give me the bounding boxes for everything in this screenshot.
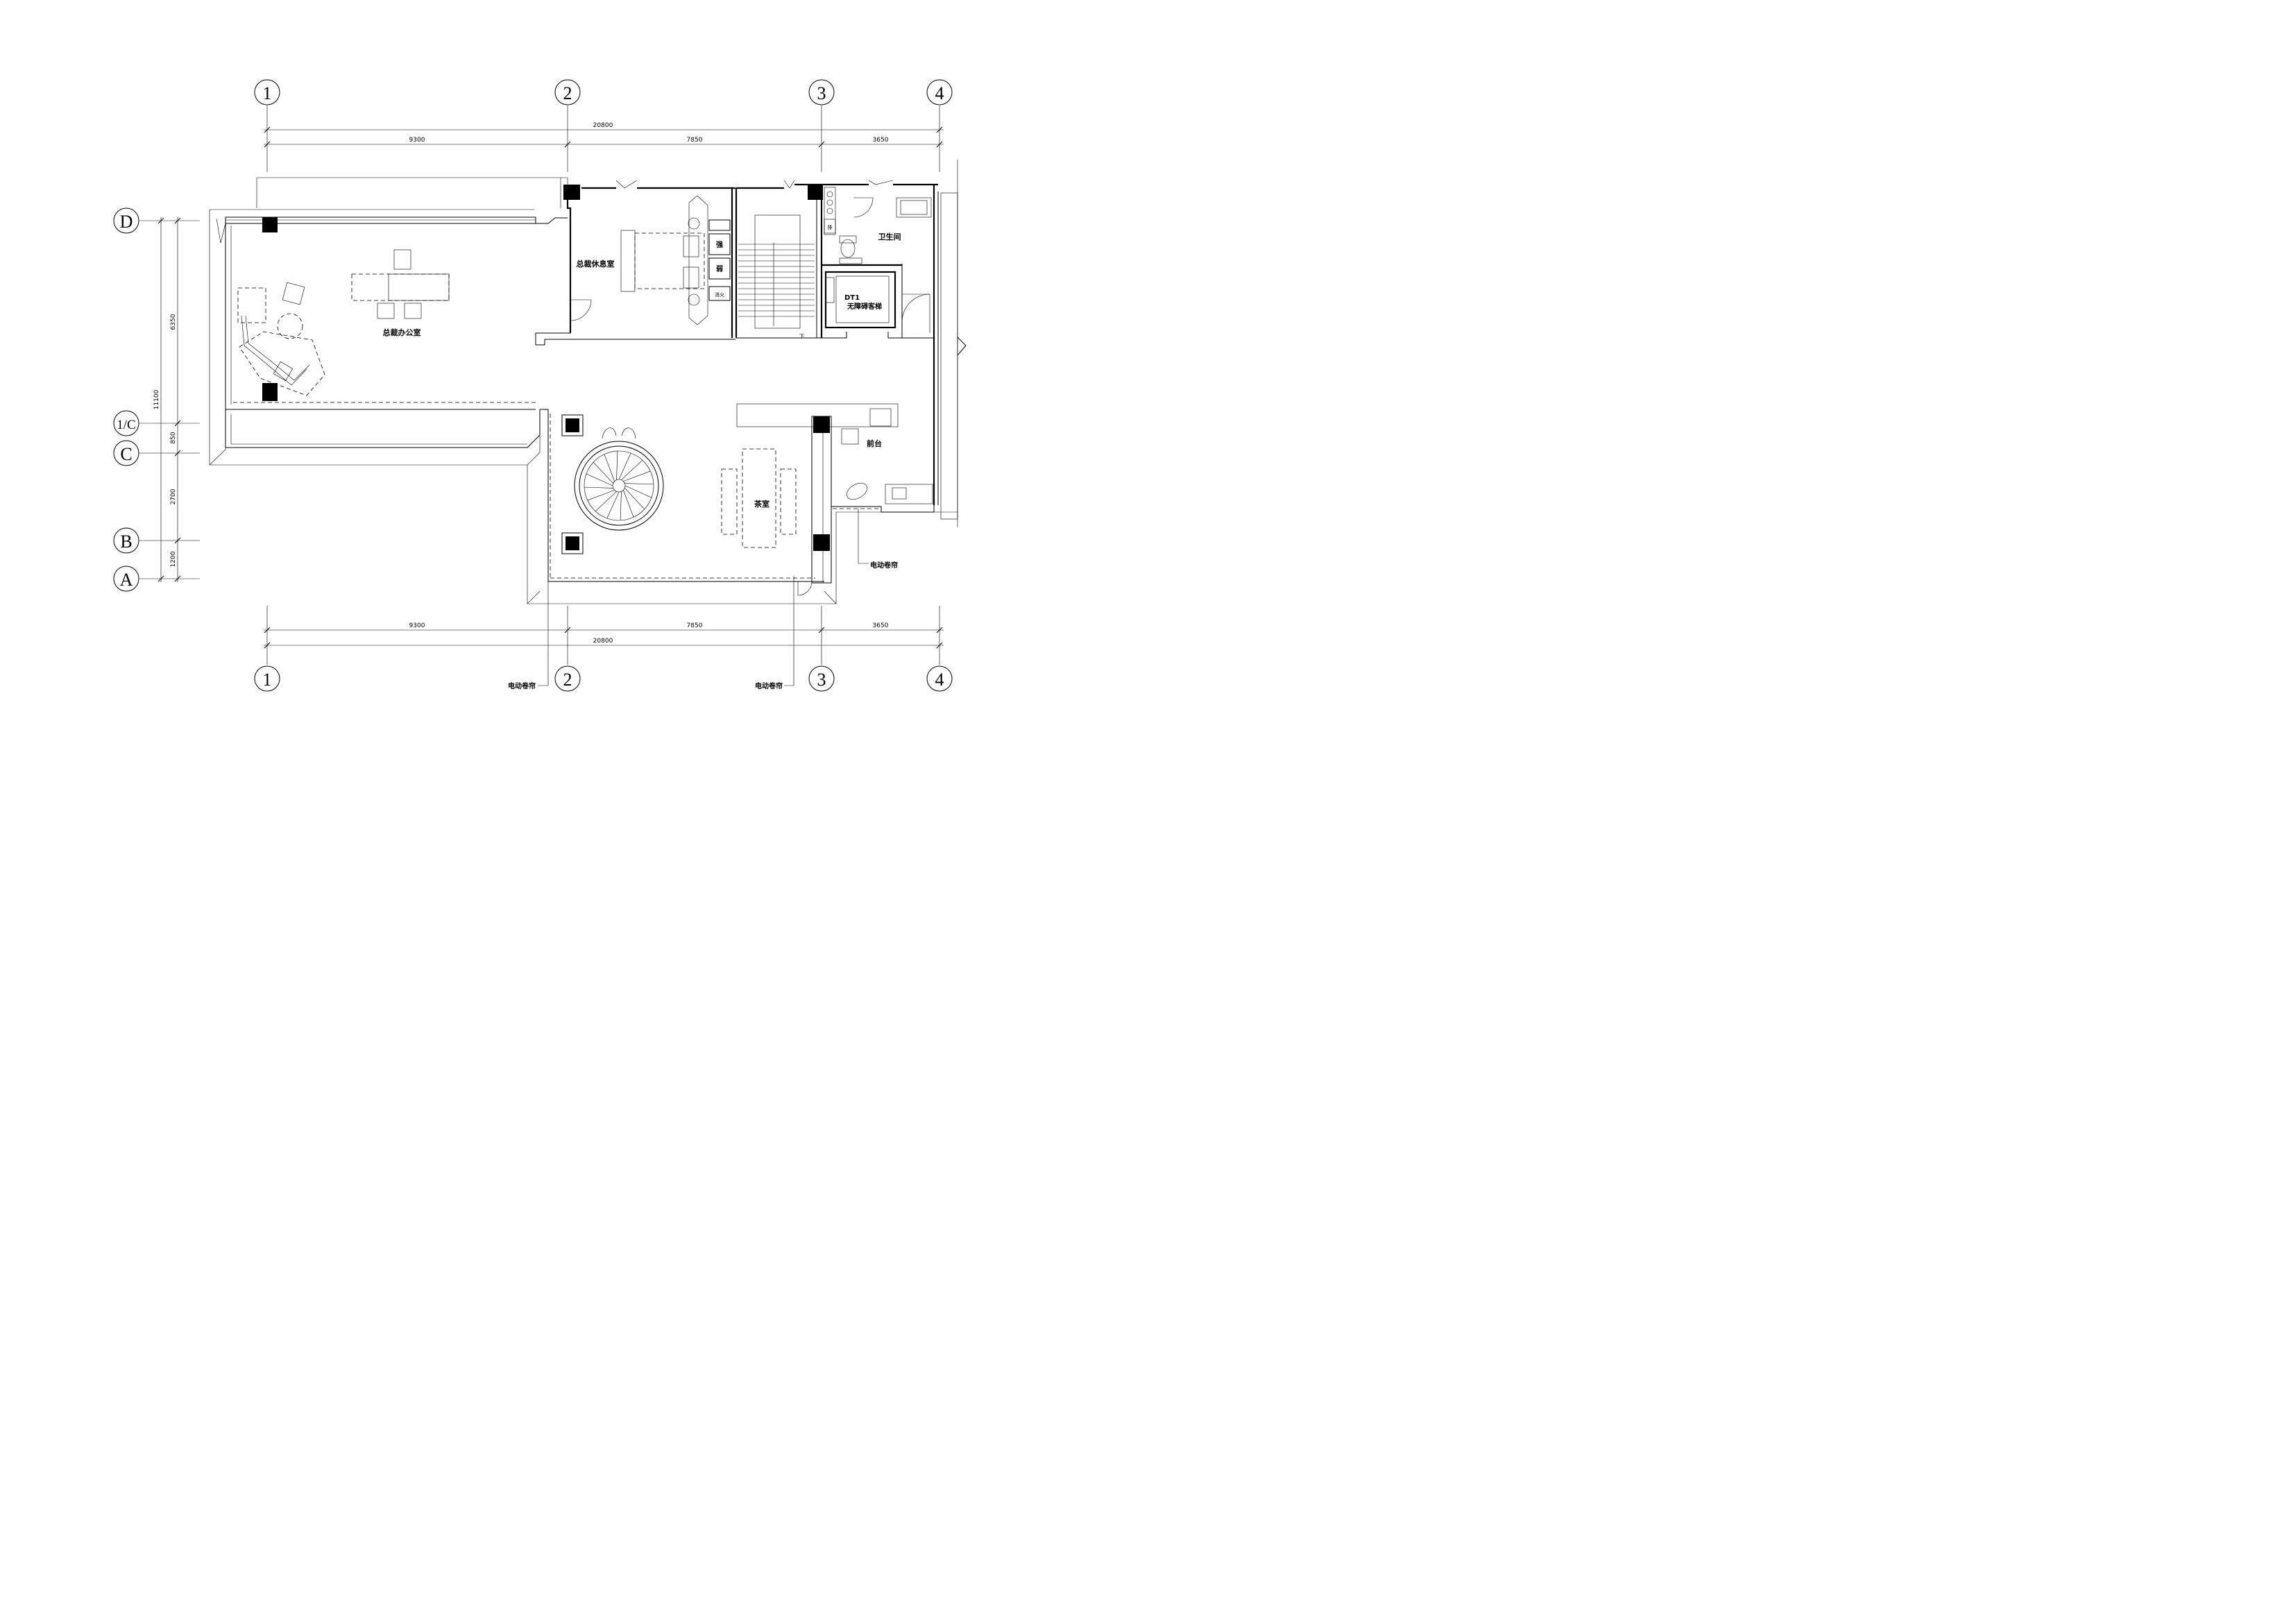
spiral-step [587,490,615,501]
spiral-step [624,485,652,498]
dim-left-total: 11100 [153,389,160,409]
rest-room-furniture: 强 弱 消火 [620,195,731,325]
label-tea-room: 茶室 [754,499,769,509]
callout-blind-bottom-left: 电动卷帘 [508,681,536,690]
spiral-step [616,451,618,480]
dim-left-seg-2: 850 [170,432,177,443]
spiral-step [621,459,643,480]
label-reception: 前台 [867,439,882,448]
axis-label-1c: 1/C [117,418,135,432]
office-furniture [237,249,450,396]
dim-bottom-seg-3: 3650 [873,622,889,629]
callouts: 电动卷帘 电动卷帘 电动卷帘 [508,509,898,690]
bathroom-fixtures: 排 [824,187,932,303]
dim-left-seg-3: 2700 [170,488,177,504]
callout-blind-right: 电动卷帘 [870,561,898,570]
weak-current-mark: 弱 [716,265,723,273]
dimension-left: 11100 6350 850 2700 1200 [153,217,181,582]
spiral-step [606,491,620,519]
spiral-step [620,491,622,520]
spiral-staircase [574,427,664,531]
axis-label-4-top: 4 [935,83,944,103]
axis-label-d: D [120,212,133,232]
dim-top-seg-2: 7850 [687,137,703,144]
spiral-step [623,470,651,482]
strong-current-mark: 强 [716,241,723,249]
axis-label-c: C [120,444,132,464]
fire-hydrant-mark: 消火 [715,291,724,298]
floor-plan: 1 2 3 4 1 2 3 4 D 1/C C B A [113,79,967,692]
room-labels: 总裁办公室 总裁休息室 卫生间 DT1 无障碍客梯 前台 茶室 [383,232,901,509]
shaft-mark: 排 [828,224,833,230]
dim-bottom-seg-2: 7850 [687,622,703,629]
axis-label-b: B [120,532,132,552]
axis-label-3-bottom: 3 [817,670,826,690]
dimension-bottom: 9300 7850 3650 20800 [264,622,944,649]
stairs-down-mark: 下 [799,334,804,339]
label-bathroom: 卫生间 [878,232,901,241]
spiral-step [584,486,613,488]
callout-blind-bottom-mid: 电动卷帘 [755,681,783,690]
dimension-top: 20800 9300 7850 3650 [264,122,944,148]
spiral-step [586,473,613,486]
spiral-step [618,452,631,480]
reception-furniture [736,403,933,504]
spiral-step [604,454,615,482]
spiral-step [624,488,645,510]
tea-room-furniture [721,448,797,548]
main-stairs [738,243,815,326]
axis-bubbles-top: 1 2 3 4 [254,79,953,105]
spiral-step [595,491,617,512]
spiral-step [623,490,634,518]
axis-label-1-bottom: 1 [263,670,272,690]
label-elevator-name: 无障碍客梯 [847,302,882,311]
axis-label-3-top: 3 [817,83,826,103]
axis-label-4-bottom: 4 [935,670,944,690]
structural-columns [262,185,830,554]
axis-extension-lines [139,105,940,665]
axis-label-1-top: 1 [263,83,272,103]
label-elevator-code: DT1 [844,294,860,302]
dim-left-seg-1: 6350 [170,314,177,330]
axis-bubbles-bottom: 1 2 3 4 [254,665,953,692]
dim-left-seg-4: 1200 [170,551,177,567]
dim-top-total: 20800 [593,122,613,129]
dim-top-seg-1: 9300 [409,137,425,144]
label-president-office: 总裁办公室 [383,328,421,337]
dim-top-seg-3: 3650 [873,137,889,144]
building-outline [209,160,967,604]
axis-bubbles-left: D 1/C C B A [113,207,139,592]
axis-label-2-bottom: 2 [563,670,572,690]
spiral-step [593,461,613,484]
dim-bottom-seg-1: 9300 [409,622,425,629]
label-president-rest-room: 总裁休息室 [577,259,615,269]
dim-bottom-total: 20800 [593,638,613,645]
axis-label-2-top: 2 [563,83,572,103]
axis-label-a: A [120,570,133,590]
